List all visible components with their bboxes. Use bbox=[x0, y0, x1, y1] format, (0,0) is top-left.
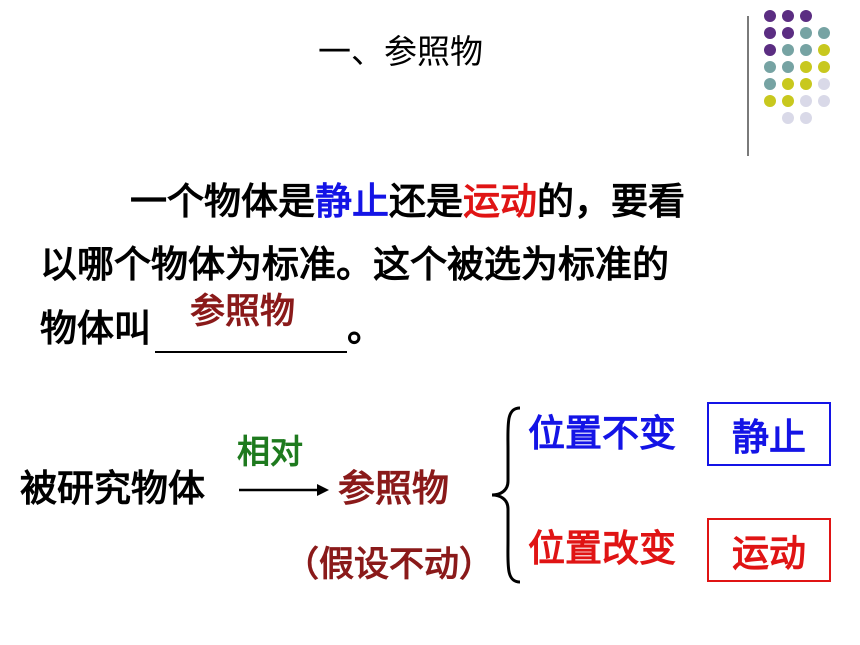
reference-object-label: 参照物 bbox=[338, 467, 449, 510]
decorative-dot bbox=[818, 61, 830, 73]
result-static-box: 静止 bbox=[707, 402, 831, 466]
decorative-dot bbox=[782, 78, 794, 90]
decorative-dot bbox=[764, 44, 776, 56]
text-period: 。 bbox=[347, 307, 384, 350]
studied-object-label: 被研究物体 bbox=[20, 467, 205, 510]
decorative-dot bbox=[764, 27, 776, 39]
blank-answer: 参照物 bbox=[190, 292, 296, 332]
decorative-dot bbox=[782, 27, 794, 39]
decorative-dot bbox=[800, 10, 812, 22]
case-position-unchanged: 位置不变 bbox=[528, 412, 676, 455]
keyword-static: 静止 bbox=[315, 180, 389, 223]
text-segment: 还是 bbox=[389, 180, 463, 223]
fill-in-blank bbox=[155, 311, 347, 353]
keyword-motion: 运动 bbox=[463, 180, 537, 223]
decorative-dot bbox=[782, 44, 794, 56]
decorative-dot bbox=[818, 44, 830, 56]
curly-brace-icon bbox=[488, 405, 524, 589]
text-segment: 物体叫 bbox=[40, 307, 151, 350]
text-segment: 一个物体是 bbox=[130, 180, 315, 223]
decorative-dot bbox=[782, 112, 794, 124]
decorative-dot bbox=[800, 61, 812, 73]
decorative-dot bbox=[818, 95, 830, 107]
result-motion-box: 运动 bbox=[707, 518, 831, 582]
decorative-dot bbox=[818, 78, 830, 90]
paragraph-line-2: 以哪个物体为标准。这个被选为标准的 bbox=[40, 243, 669, 286]
decorative-dot bbox=[764, 78, 776, 90]
decorative-dot bbox=[800, 78, 812, 90]
assumption-label: （假设不动） bbox=[284, 545, 495, 585]
case-position-changed: 位置改变 bbox=[528, 527, 676, 570]
decorative-dot bbox=[800, 27, 812, 39]
decorative-dot bbox=[818, 27, 830, 39]
slide-title: 一、参照物 bbox=[318, 32, 483, 71]
decorative-dot bbox=[800, 112, 812, 124]
decorative-dot bbox=[764, 95, 776, 107]
paragraph-line-1: 一个物体是静止还是运动的，要看 bbox=[130, 178, 685, 226]
relative-label: 相对 bbox=[237, 432, 303, 471]
decorative-divider bbox=[747, 16, 749, 156]
decorative-dot bbox=[764, 10, 776, 22]
text-segment: 的，要看 bbox=[537, 180, 685, 223]
decorative-dot bbox=[800, 95, 812, 107]
decorative-dot bbox=[782, 95, 794, 107]
arrow-icon bbox=[237, 482, 331, 502]
decorative-dot bbox=[782, 61, 794, 73]
decorative-dot bbox=[800, 44, 812, 56]
paragraph-line-3: 物体叫 。 bbox=[40, 305, 384, 353]
decorative-dot bbox=[764, 61, 776, 73]
decorative-dot bbox=[782, 10, 794, 22]
